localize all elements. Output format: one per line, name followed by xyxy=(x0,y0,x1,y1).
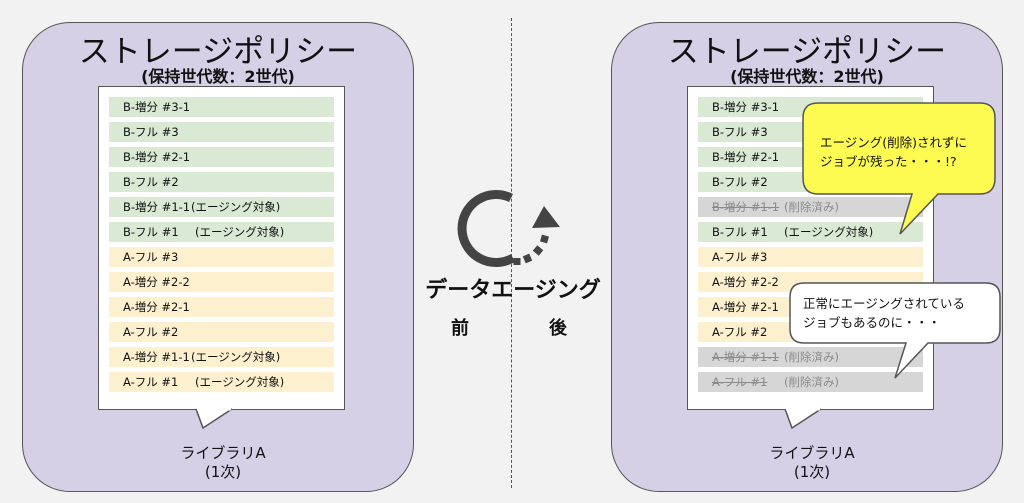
job-label: A-増分 #2-1 xyxy=(123,300,190,314)
job-label: A-増分 #1-1 xyxy=(712,350,779,364)
left-library-name: ライブラリA xyxy=(180,444,266,462)
job-label: B-フル #1 xyxy=(123,225,179,239)
job-row: B-フル #3 xyxy=(109,122,334,142)
job-note: (エージング対象) xyxy=(195,375,285,389)
job-label: B-増分 #3-1 xyxy=(712,100,780,114)
job-label: A-フル #1 xyxy=(123,375,179,389)
job-note: (エージング対象) xyxy=(191,350,281,364)
job-row: A-増分 #2-1 xyxy=(109,297,334,317)
job-label: A-フル #3 xyxy=(123,250,179,264)
left-library-tier: (1次) xyxy=(204,463,242,481)
job-row: A-増分 #2-2 xyxy=(109,272,334,292)
right-library-name: ライブラリA xyxy=(769,444,855,462)
job-label: B-増分 #3-1 xyxy=(123,100,191,114)
job-row: B-増分 #3-1 xyxy=(109,97,334,117)
job-label: B-増分 #2-1 xyxy=(712,150,780,164)
job-row: A-増分 #1-1(エージング対象) xyxy=(109,347,334,367)
job-row: B-増分 #1-1 (削除済み) xyxy=(698,197,923,217)
data-aging-label: データエージング xyxy=(425,278,601,303)
job-note: (削除済み) xyxy=(784,200,839,214)
job-note: (削除済み) xyxy=(784,375,839,389)
job-row: A-フル #2 xyxy=(109,322,334,342)
job-row: A-増分 #1-1 (削除済み) xyxy=(698,347,923,367)
job-note: (エージング対象) xyxy=(784,225,874,239)
right-panel-subtitle: (保持世代数：2世代) xyxy=(730,67,884,86)
left-panel-title: ストレージポリシー xyxy=(78,34,358,70)
job-label: B-フル #3 xyxy=(712,125,768,139)
job-label: B-増分 #1-1 xyxy=(123,200,191,214)
job-row: B-フル #1 (エージング対象) xyxy=(698,222,923,242)
right-library-tier: (1次) xyxy=(793,463,831,481)
job-row: B-フル #1 (エージング対象) xyxy=(109,222,334,242)
job-label: B-フル #2 xyxy=(123,175,179,189)
right-library-label: ライブラリA (1次) xyxy=(732,444,892,482)
job-label: A-フル #2 xyxy=(123,325,179,339)
job-row: A-増分 #2-2 xyxy=(698,272,923,292)
job-note: (エージング対象) xyxy=(195,225,285,239)
job-row: A-フル #1 (エージング対象) xyxy=(109,372,334,392)
warning-callout-text: エージング(削除)されずに ジョブが残った・・・!? xyxy=(820,135,968,169)
job-label: A-増分 #2-2 xyxy=(712,275,779,289)
job-label: A-増分 #2-1 xyxy=(712,300,779,314)
job-label: B-増分 #2-1 xyxy=(123,150,191,164)
job-row: A-フル #3 xyxy=(698,247,923,267)
after-label: 後 xyxy=(549,318,567,339)
job-label: A-フル #2 xyxy=(712,325,768,339)
job-note: (エージング対象) xyxy=(191,200,281,214)
job-row: A-フル #1 (削除済み) xyxy=(698,372,923,392)
cycle-arrow-icon xyxy=(457,190,560,267)
job-row: B-フル #2 xyxy=(109,172,334,192)
job-label: B-フル #1 xyxy=(712,225,768,239)
job-label: A-増分 #2-2 xyxy=(123,275,190,289)
job-label: B-増分 #1-1 xyxy=(712,200,780,214)
job-row: B-増分 #3-1 xyxy=(698,97,923,117)
job-label: A-増分 #1-1 xyxy=(123,350,190,364)
job-label: A-フル #3 xyxy=(712,250,768,264)
job-label: A-フル #1 xyxy=(712,375,768,389)
job-note: (削除済み) xyxy=(784,350,839,364)
right-panel-title: ストレージポリシー xyxy=(667,34,947,70)
job-label: B-フル #3 xyxy=(123,125,179,139)
before-after-divider xyxy=(511,18,512,488)
job-row: B-増分 #2-1 xyxy=(109,147,334,167)
job-row: B-フル #2 xyxy=(698,172,923,192)
normal-callout-text: 正常にエージングされている ジョブもあるのに・・・ xyxy=(803,296,965,330)
job-row: A-フル #3 xyxy=(109,247,334,267)
job-label: B-フル #2 xyxy=(712,175,768,189)
left-library-label: ライブラリA (1次) xyxy=(143,444,303,482)
before-label: 前 xyxy=(451,318,469,339)
left-panel-subtitle: (保持世代数：2世代) xyxy=(141,67,295,86)
job-row: B-増分 #1-1(エージング対象) xyxy=(109,197,334,217)
